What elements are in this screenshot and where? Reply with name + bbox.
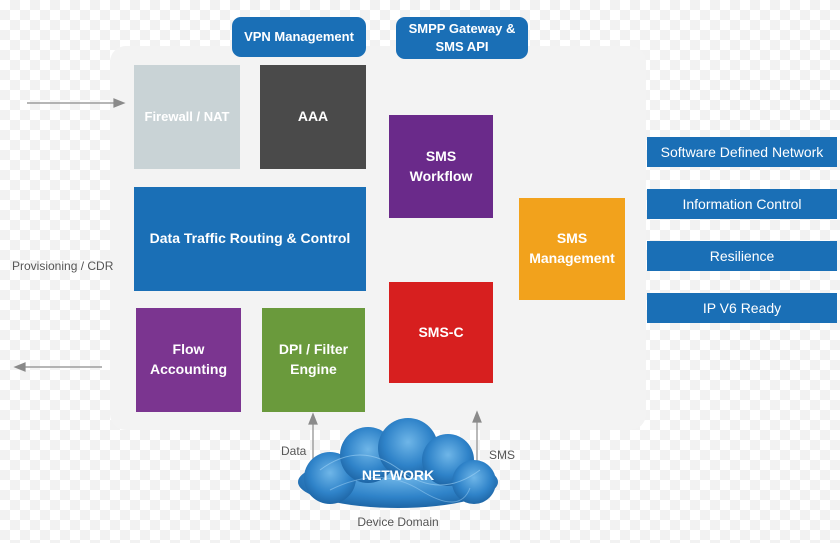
smpp-gateway-label: SMPP Gateway & SMS API [396,17,528,59]
inbound-arrow [27,98,126,108]
firewall-nat-module: Firewall / NAT [134,65,240,169]
sms-c-module: SMS-C [389,282,493,383]
device-domain-label: Device Domain [357,515,438,529]
feature-resilience: Resilience [647,241,837,271]
provisioning-cdr-label: Provisioning / CDR [12,259,114,273]
sms-label: SMS [489,448,515,462]
sms-workflow-module: SMS Workflow [389,115,493,218]
aaa-module: AAA [260,65,366,169]
feature-ipv6-ready: IP V6 Ready [647,293,837,323]
sms-management-module: SMS Management [519,198,625,300]
data-label: Data [281,444,307,458]
dpi-filter-engine-module: DPI / Filter Engine [262,308,365,412]
flow-accounting-module: Flow Accounting [136,308,241,412]
feature-software-defined-network: Software Defined Network [647,137,837,167]
network-label: NETWORK [362,467,434,483]
feature-information-control: Information Control [647,189,837,219]
network-cloud-icon [298,418,498,508]
vpn-management-label: VPN Management [232,17,366,57]
outbound-arrow [13,362,102,372]
data-traffic-routing-module: Data Traffic Routing & Control [134,187,366,291]
